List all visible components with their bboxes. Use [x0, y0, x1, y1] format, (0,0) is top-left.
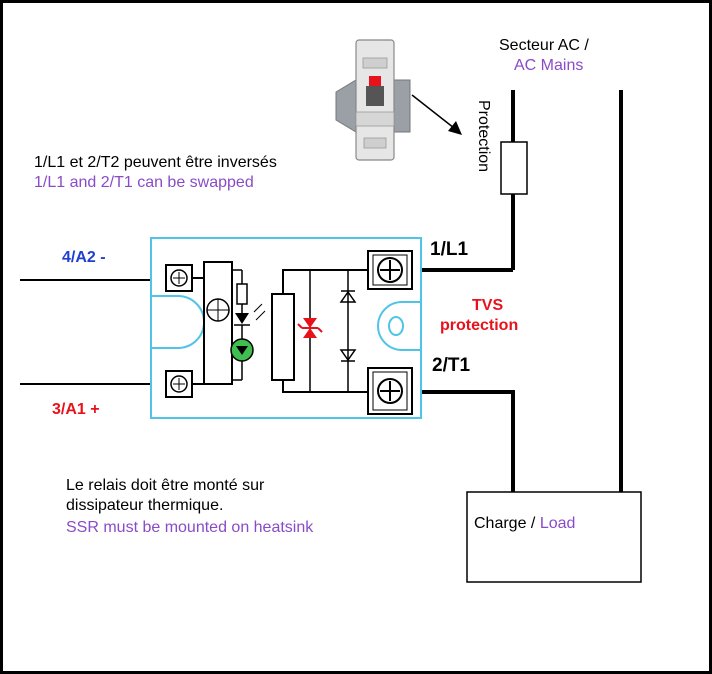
ssr-relay	[150, 237, 422, 419]
mains-label-en: AC Mains	[514, 57, 584, 74]
thyristor-down-symbol	[339, 349, 357, 362]
input-module	[203, 261, 233, 385]
heatsink-note-fr1: Le relais doit être monté sur	[66, 477, 265, 494]
terminal-a2-screw	[165, 264, 193, 292]
terminal-t1-screw	[367, 367, 413, 415]
terminal-l1-label: 1/L1	[430, 239, 469, 260]
t1-wire	[420, 390, 515, 492]
load-label-en: Load	[539, 515, 576, 532]
swap-note-fr: 1/L1 et 2/T2 peuvent être inversés	[34, 154, 277, 171]
terminal-a1-screw	[165, 370, 193, 398]
circuit-breaker-icon	[335, 39, 411, 161]
output-module	[271, 293, 295, 381]
led-symbol	[235, 313, 249, 324]
tvs-label-line2: protection	[440, 317, 519, 334]
load-box	[466, 491, 642, 583]
protection-label: Protection	[475, 100, 492, 173]
breaker-arrow	[411, 94, 462, 135]
terminal-t1-label: 2/T1	[432, 355, 471, 376]
tvs-label-line1: TVS	[472, 297, 504, 314]
heatsink-note-fr2: dissipateur thermique.	[66, 497, 224, 514]
swap-note-en: 1/L1 and 2/T1 can be swapped	[34, 174, 254, 191]
terminal-a2-label: 4/A2 -	[62, 249, 106, 266]
load-label-fr: Charge /	[474, 515, 536, 532]
load-label: Charge / Load	[474, 514, 575, 533]
terminal-l1-screw	[367, 250, 413, 290]
heatsink-note-en: SSR must be mounted on heatsink	[66, 519, 314, 536]
thyristor-up-symbol	[339, 290, 357, 303]
tvs-diode-symbol	[297, 318, 323, 338]
mains-label-fr: Secteur AC /	[499, 37, 589, 54]
terminal-a1-label: 3/A1 +	[52, 401, 100, 418]
resistor-symbol	[236, 283, 248, 305]
fuse-symbol	[500, 141, 528, 195]
